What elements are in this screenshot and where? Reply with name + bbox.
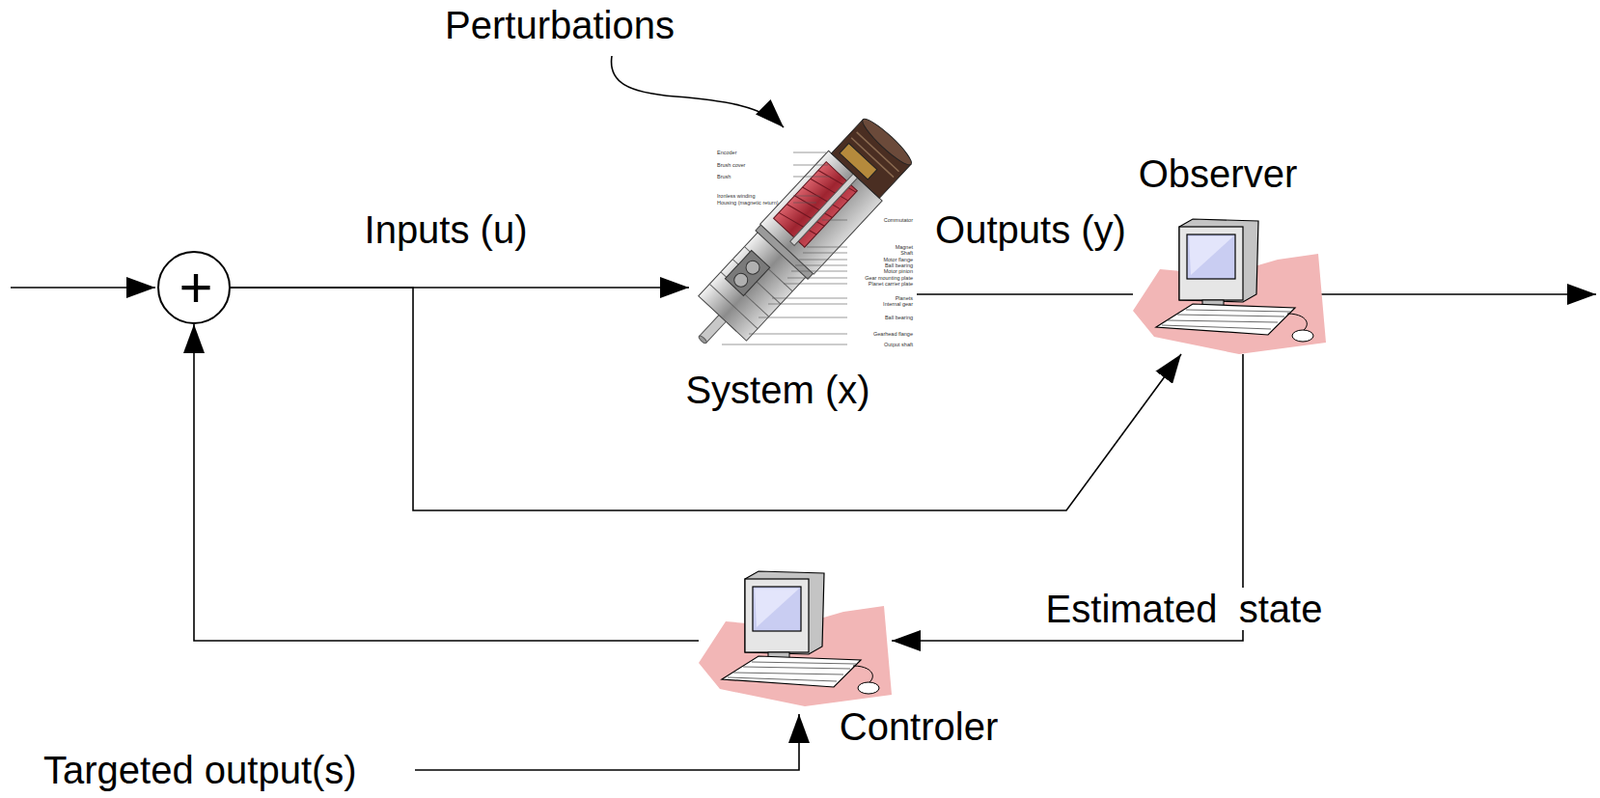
target-arrow (414, 714, 800, 771)
part-name: Brush cover (717, 162, 745, 168)
system-block: System (x) (689, 127, 917, 353)
node-label: Observer (1138, 152, 1298, 195)
part-name: Motor flange (882, 256, 913, 263)
controller-block: Controler (698, 571, 892, 707)
part-name: Internal gear (882, 301, 913, 307)
signal-label: Perturbations (444, 3, 675, 47)
observer-computer-icon (1132, 219, 1326, 355)
part-name: Commutator (883, 217, 913, 223)
motor-illustration (674, 111, 919, 366)
node-label: + (178, 258, 213, 317)
part-name: Housing (magnetic return) (717, 199, 779, 206)
part-name: Encoder (717, 149, 738, 156)
part-name: Output shaft (883, 341, 913, 348)
controller-computer-icon (698, 571, 892, 707)
signal-connector (193, 324, 699, 641)
signal-label: Outputs (y) (933, 208, 1129, 251)
signal-label: Estimated state (1044, 587, 1325, 631)
signal-connector (230, 287, 1182, 511)
part-name: Shaft (900, 249, 913, 256)
part-name: Planets (895, 295, 913, 302)
part-name: Gear mounting plate (864, 275, 913, 281)
part-name: Ball bearing (884, 314, 913, 321)
part-name: Planet carrier plate (868, 280, 913, 287)
part-name: Ball bearing (884, 262, 913, 269)
part-leader-lines (721, 152, 848, 345)
reference-input-arrow (10, 286, 156, 289)
signal-connector (916, 293, 1133, 296)
observer-block: Observer (1132, 219, 1326, 355)
part-name: Motor pinion (883, 268, 913, 275)
node-label: Controler (839, 705, 999, 748)
node-label: System (x) (685, 368, 870, 412)
part-name: Magnet (895, 244, 913, 250)
summing-junction: + (157, 250, 231, 325)
signal-label: Inputs (u) (362, 208, 530, 251)
part-name: Brush (717, 173, 731, 180)
signal-label: Targeted output(s) (43, 748, 358, 792)
perturbation-arrow (611, 55, 784, 128)
part-name: Gearhead flange (873, 331, 913, 337)
part-name: Ironless winding (717, 193, 755, 199)
layout-wires (10, 55, 1597, 771)
